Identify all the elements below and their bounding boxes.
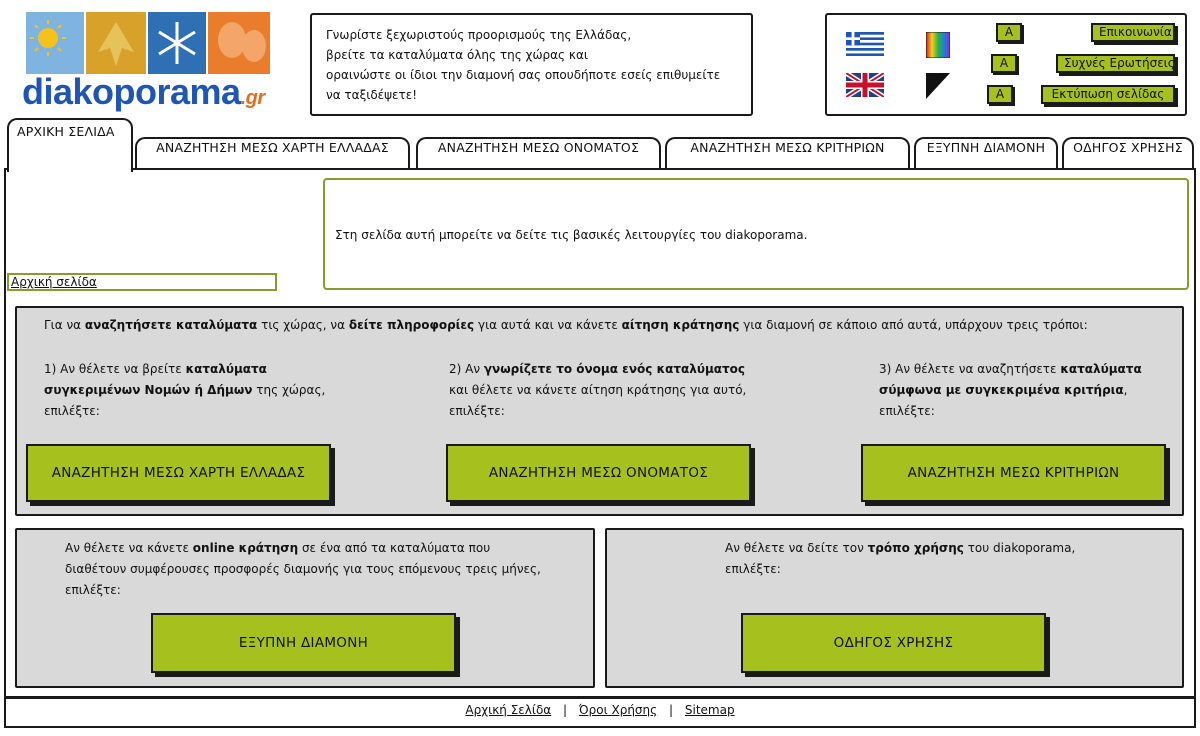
user-guide-panel: Αν θέλετε να δείτε τον τρόπο χρήσης του … [605,528,1184,688]
tab-user-guide[interactable]: ΟΔΗΓΟΣ ΧΡΗΣΗΣ [1062,137,1194,168]
breadcrumb-home-link[interactable]: Αρχική σελίδα [11,275,97,289]
tools-box: A A A Επικοινωνία Συχνές Ερωτήσεις Εκτύπ… [825,13,1187,116]
footer-separator: | [563,703,568,717]
footer-terms-link[interactable]: Όροι Χρήσης [578,703,658,717]
intro-box: Γνωρίστε ξεχωριστούς προορισμούς της Ελλ… [310,13,753,116]
print-page-button[interactable]: Εκτύπωση σελίδας [1041,85,1175,104]
tab-map-search[interactable]: ΑΝΑΖΗΤΗΣΗ ΜΕΣΩ ΧΑΡΤΗ ΕΛΛΑΔΑΣ [135,137,410,168]
user-guide-description: Αν θέλετε να δείτε τον τρόπο χρήσης του … [725,541,1076,576]
page-description: Στη σελίδα αυτή μπορείτε να δείτε τις βα… [335,228,808,242]
faq-button[interactable]: Συχνές Ερωτήσεις [1056,54,1175,73]
logo-suffix: .gr [240,87,266,109]
intro-line-4: να ταξιδέψετε! [326,88,418,102]
site-logo[interactable]: diakoporama.gr [20,12,290,112]
search-intro-text: Για να αναζητήσετε καταλύματα τις χώρας,… [44,318,1088,332]
active-tab-gap [9,166,131,172]
contact-button[interactable]: Επικοινωνία [1091,23,1175,42]
font-size-medium-button[interactable]: A [991,54,1017,73]
criteria-search-description: 3) Αν θέλετε να αναζητήσετε καταλύματα σ… [879,362,1142,418]
page-description-box: Στη σελίδα αυτή μπορείτε να δείτε τις βα… [323,178,1189,290]
tab-smart-stay[interactable]: ΕΞΥΠΝΗ ΔΙΑΜΟΝΗ [914,137,1058,168]
map-search-description: 1) Αν θέλετε να βρείτε καταλύματα συγκερ… [44,362,326,418]
search-options-panel: Για να αναζητήσετε καταλύματα τις χώρας,… [15,306,1184,516]
high-contrast-icon[interactable] [926,73,950,99]
uk-flag-icon[interactable] [846,73,884,97]
smart-stay-description: Αν θέλετε να κάνετε online κράτηση σε έν… [65,541,541,597]
footer-home-link[interactable]: Αρχική Σελίδα [465,703,552,717]
font-size-small-button[interactable]: A [996,23,1022,42]
main-frame [4,170,1196,698]
tab-criteria-search[interactable]: ΑΝΑΖΗΤΗΣΗ ΜΕΣΩ ΚΡΙΤΗΡΙΩΝ [665,137,910,168]
map-search-button[interactable]: ΑΝΑΖΗΤΗΣΗ ΜΕΣΩ ΧΑΡΤΗ ΕΛΛΑΔΑΣ [26,444,331,502]
tab-name-search[interactable]: ΑΝΑΖΗΤΗΣΗ ΜΕΣΩ ΟΝΟΜΑΤΟΣ [416,137,661,168]
font-size-large-button[interactable]: A [987,85,1013,104]
criteria-search-button[interactable]: ΑΝΑΖΗΤΗΣΗ ΜΕΣΩ ΚΡΙΤΗΡΙΩΝ [861,444,1166,502]
footer-separator: | [669,703,674,717]
greek-flag-icon[interactable] [846,32,884,56]
breadcrumb: Αρχική σελίδα [7,273,277,291]
tab-home[interactable]: ΑΡΧΙΚΗ ΣΕΛΙΔΑ [7,118,133,172]
user-guide-button[interactable]: ΟΔΗΓΟΣ ΧΡΗΣΗΣ [741,613,1046,673]
tab-baseline [4,168,1196,170]
logo-wordmark: diakoporama.gr [22,71,266,112]
footer-sitemap-link[interactable]: Sitemap [684,703,735,717]
footer: Αρχική Σελίδα | Όροι Χρήσης | Sitemap [4,698,1196,728]
name-search-button[interactable]: ΑΝΑΖΗΤΗΣΗ ΜΕΣΩ ΟΝΟΜΑΤΟΣ [446,444,751,502]
color-scheme-icon[interactable] [926,32,950,58]
intro-line-1: Γνωρίστε ξεχωριστούς προορισμούς της Ελλ… [326,28,632,42]
smart-stay-panel: Αν θέλετε να κάνετε online κράτηση σε έν… [15,528,595,688]
seasons-logo-icon [26,12,270,74]
intro-line-3: οραινώστε οι ίδιοι την διαμονή σας οπουδ… [326,68,721,82]
smart-stay-button[interactable]: ΕΞΥΠΝΗ ΔΙΑΜΟΝΗ [151,613,456,673]
intro-line-2: βρείτε τα καταλύματα όλης της χώρας και [326,48,588,62]
name-search-description: 2) Αν γνωρίζετε το όνομα ενός καταλύματο… [449,362,747,418]
